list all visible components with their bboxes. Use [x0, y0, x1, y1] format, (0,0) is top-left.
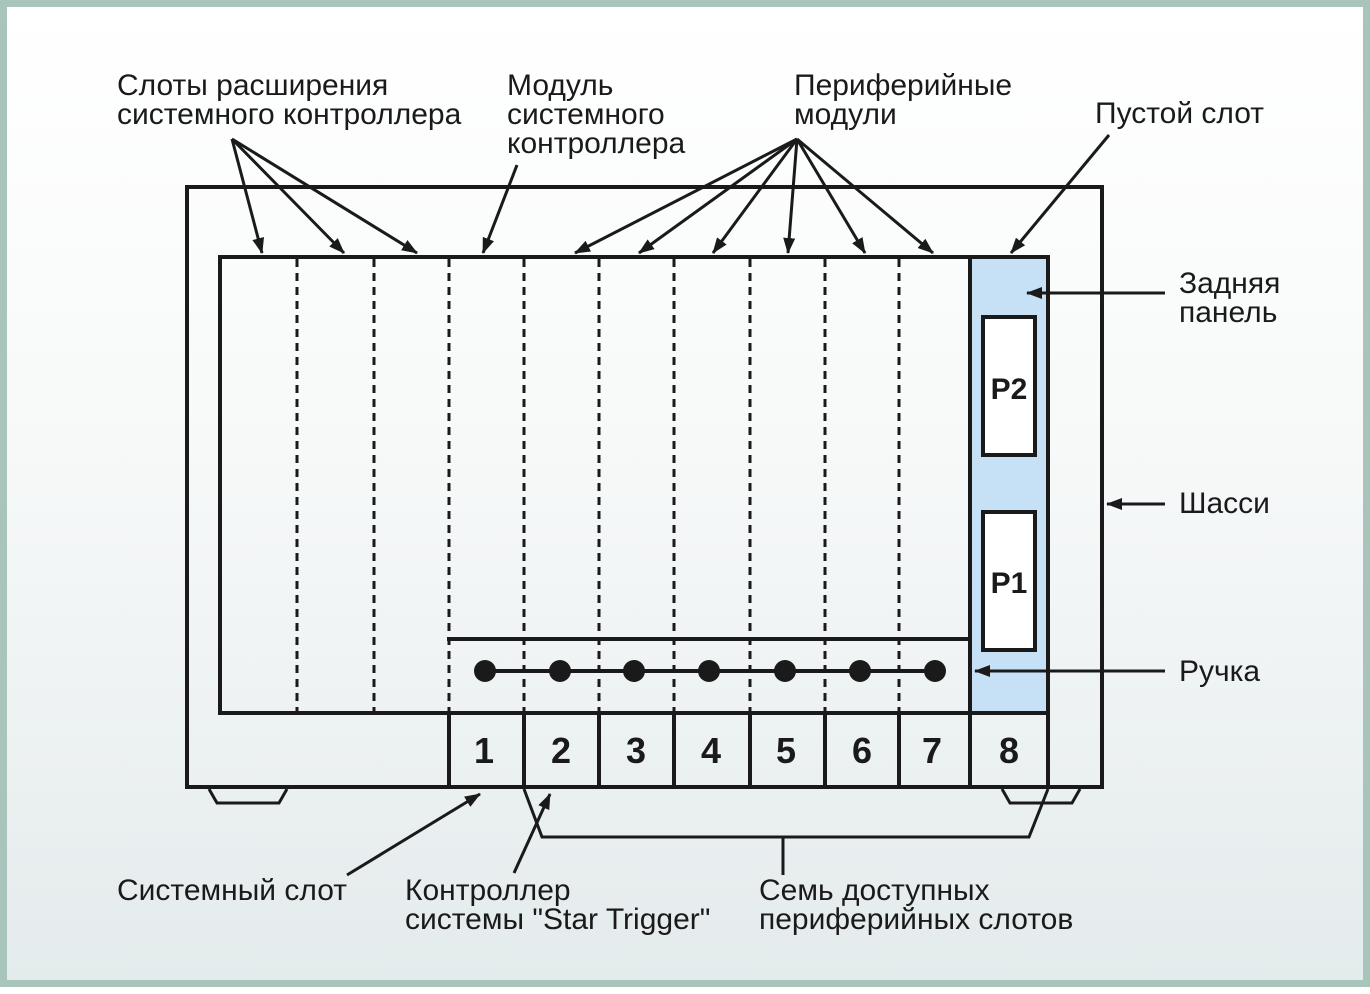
arrow-expansion-2 — [230, 137, 346, 255]
arrow-peripheral-2 — [638, 137, 798, 255]
arrow-star-trigger — [512, 793, 552, 874]
arrow-peripheral-4 — [783, 138, 799, 254]
slot-dividers — [295, 259, 901, 711]
slot-number-7: 7 — [922, 730, 942, 771]
label-empty-slot: Пустой слот — [1095, 97, 1264, 130]
connector-p2 — [981, 315, 1037, 457]
arrow-peripheral-6 — [796, 137, 934, 255]
handle-dot — [623, 660, 645, 682]
label-controller-module-1: Модуль — [507, 69, 613, 102]
chassis-foot-right — [1000, 788, 1082, 805]
card-cage — [218, 255, 972, 715]
handle-dot — [774, 660, 796, 682]
arrow-peripheral-1 — [574, 137, 798, 255]
slot-number-3: 3 — [626, 730, 646, 771]
label-handle: Ручка — [1179, 655, 1260, 688]
label-expansion-slots-1: Слоты расширения — [117, 69, 388, 102]
handle-dot — [474, 660, 496, 682]
peripheral-slots-bracket — [522, 788, 1050, 839]
handle-dot — [549, 660, 571, 682]
arrow-expansion-1 — [230, 138, 264, 254]
arrow-system-slot — [346, 792, 481, 877]
chassis-foot-left — [207, 788, 289, 805]
chassis-body — [185, 185, 1104, 789]
slot-number-5: 5 — [776, 730, 796, 771]
label-controller-module-3: контроллера — [507, 127, 686, 160]
arrow-expansion-3 — [231, 137, 418, 255]
slot-number-row — [447, 713, 1050, 787]
label-backplane-2: панель — [1179, 296, 1277, 329]
slot-number-1: 1 — [474, 730, 494, 771]
label-controller-module-2: системного — [507, 98, 665, 131]
label-star-trigger-2: системы "Star Trigger" — [405, 903, 710, 936]
handles — [474, 660, 946, 682]
connector-p1 — [981, 510, 1037, 652]
label-chassis: Шасси — [1179, 487, 1270, 520]
label-peripheral-modules-2: модули — [794, 98, 897, 131]
slot-number-4: 4 — [701, 730, 721, 771]
label-system-slot: Системный слот — [117, 874, 347, 907]
slot-number-2: 2 — [551, 730, 571, 771]
callout-arrows — [230, 134, 1165, 877]
label-expansion-slots-2: системного контроллера — [117, 98, 462, 131]
handle-dot — [924, 660, 946, 682]
handle-dot — [849, 660, 871, 682]
slot-number-8: 8 — [999, 730, 1019, 771]
arrow-controller-module — [481, 164, 519, 254]
handle-dot — [698, 660, 720, 682]
arrow-peripheral-5 — [795, 138, 867, 254]
connector-p2-label: P2 — [991, 373, 1028, 406]
label-backplane-1: Задняя — [1179, 267, 1280, 300]
label-seven-slots-2: периферийных слотов — [759, 903, 1073, 936]
chassis-diagram: P2 P1 1 2 3 4 5 — [117, 69, 1280, 936]
label-star-trigger-1: Контроллер — [405, 874, 571, 907]
connector-p1-label: P1 — [991, 567, 1028, 600]
arrow-peripheral-3 — [711, 138, 799, 254]
label-peripheral-modules-1: Периферийные — [794, 69, 1012, 102]
arrow-empty-slot — [1009, 134, 1111, 254]
label-seven-slots-1: Семь доступных — [759, 874, 990, 907]
slot-number-6: 6 — [852, 730, 872, 771]
